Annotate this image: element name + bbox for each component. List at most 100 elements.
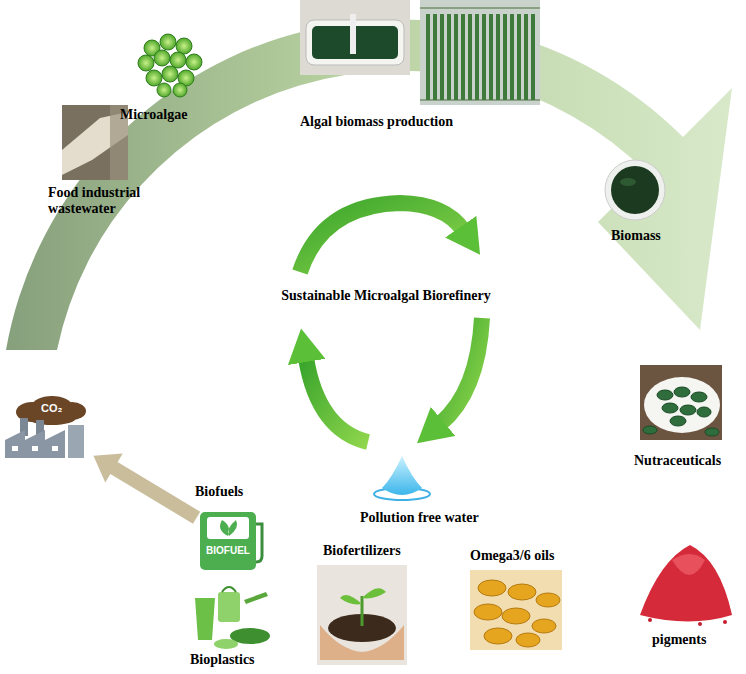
node-box: Bioplastics (190, 580, 272, 650)
omega-capsules-photo (474, 580, 560, 647)
caption-text: Biofertilizers (323, 543, 401, 559)
arrow-shaft (113, 467, 196, 517)
node-box: Nutraceuticals (640, 365, 722, 440)
biomass-dish (605, 160, 665, 220)
tablets-photo (643, 426, 657, 434)
caption-text: Microalgae (120, 107, 187, 123)
microalgae-cells (186, 54, 202, 70)
node-box: Biomass (605, 160, 665, 220)
recycle-arrows (300, 203, 482, 442)
bioplastics-icons (195, 598, 215, 640)
node-box: Pollution free water (372, 455, 432, 500)
factory-icon (52, 446, 58, 451)
water-drop (382, 456, 422, 495)
omega-capsules-photo (532, 619, 556, 633)
node-box: pigments (640, 540, 732, 625)
caption-text: Bioplastics (190, 652, 255, 668)
soil-hands-photo (361, 596, 364, 626)
pigment-powder (672, 554, 705, 575)
bioplastics-icons (214, 639, 238, 649)
tablets-photo (705, 428, 719, 436)
bioplastics-icons (218, 592, 240, 622)
biomass-dish (620, 178, 636, 186)
tablets-photo (643, 387, 719, 436)
omega-capsules-photo (508, 584, 536, 600)
microalgae-cells (154, 50, 170, 66)
omega-capsules-photo (470, 570, 562, 650)
omega-capsules-photo (536, 593, 560, 607)
tablets-photo (640, 365, 722, 440)
microalgae-cells (157, 83, 171, 97)
photobioreactor-photo (420, 0, 540, 105)
biomass-dish (605, 160, 665, 220)
microalgae-cells (170, 52, 186, 68)
recycle-arrows (440, 318, 482, 424)
biofuel-pump (220, 520, 237, 536)
tablets-photo (644, 377, 720, 433)
pigment-powder (723, 620, 727, 624)
omega-capsules-photo (470, 570, 562, 650)
bioplastics-icons (222, 587, 236, 592)
microalgae-cells (138, 55, 154, 71)
soil-hands-photo (340, 588, 386, 604)
node-box: Omega3/6 oils (470, 570, 562, 650)
pigment-powder (648, 618, 652, 622)
caption-text: Algal biomass production (300, 114, 453, 130)
tablets-photo (697, 407, 711, 417)
soil-hands-photo (317, 565, 407, 665)
microalgae-cells (160, 34, 176, 50)
factory-icon (5, 396, 86, 458)
microalgae-cells (162, 66, 178, 82)
center-title: Sustainable Microalgal Biorefinery (281, 288, 490, 304)
caption-text: Biomass (611, 228, 661, 244)
raceway-pond-photo (300, 0, 410, 75)
pigment-powder (640, 545, 732, 626)
caption-text: Biofuels (195, 484, 243, 500)
tablets-photo (674, 387, 690, 397)
photobioreactor-photo (428, 14, 533, 100)
icon-text: CO₂ (41, 402, 62, 415)
node-box: Biofertilizers (317, 565, 407, 665)
raceway-pond-photo (350, 14, 356, 54)
caption-text: Food industrial wastewater (48, 185, 160, 217)
node-box: CO₂ (5, 398, 90, 458)
flow-arrow (93, 453, 196, 517)
wastewater-photo (62, 105, 128, 180)
tablets-photo (640, 365, 722, 440)
omega-capsules-photo (502, 608, 530, 624)
omega-capsules-photo (516, 633, 540, 647)
node-box: BiofuelsBIOFUEL (200, 508, 264, 570)
omega-capsules-photo (474, 604, 502, 620)
tablets-photo (670, 416, 686, 426)
node-box: Microalgae (140, 35, 202, 95)
pigment-powder (698, 622, 702, 626)
omega-capsules-photo (478, 580, 506, 596)
bioplastics-icons (244, 592, 268, 604)
bioplastics-icons (195, 587, 270, 649)
soil-hands-photo (317, 565, 407, 665)
microalgae-cells (138, 34, 202, 97)
factory-icon (68, 425, 84, 458)
recycle-arrows (306, 358, 368, 442)
node-box: Food industrial wastewater (62, 105, 128, 180)
microalgae-cells (146, 70, 162, 86)
caption-text: pigments (652, 632, 706, 648)
biofuel-pump (207, 517, 249, 539)
biofuel-pump (200, 512, 256, 570)
photobioreactor-photo (420, 0, 540, 105)
tablets-photo (657, 390, 673, 400)
tablets-photo (680, 405, 696, 415)
biofuel-pump (256, 524, 262, 562)
caption-text: Omega3/6 oils (470, 548, 554, 564)
caption-text: Pollution free water (360, 510, 479, 526)
wastewater-photo (62, 105, 128, 180)
biomass-dish (611, 166, 659, 214)
factory-icon (5, 430, 65, 458)
tablets-photo (691, 392, 707, 402)
arrow-head (93, 453, 122, 482)
microalgae-cells (173, 83, 187, 97)
